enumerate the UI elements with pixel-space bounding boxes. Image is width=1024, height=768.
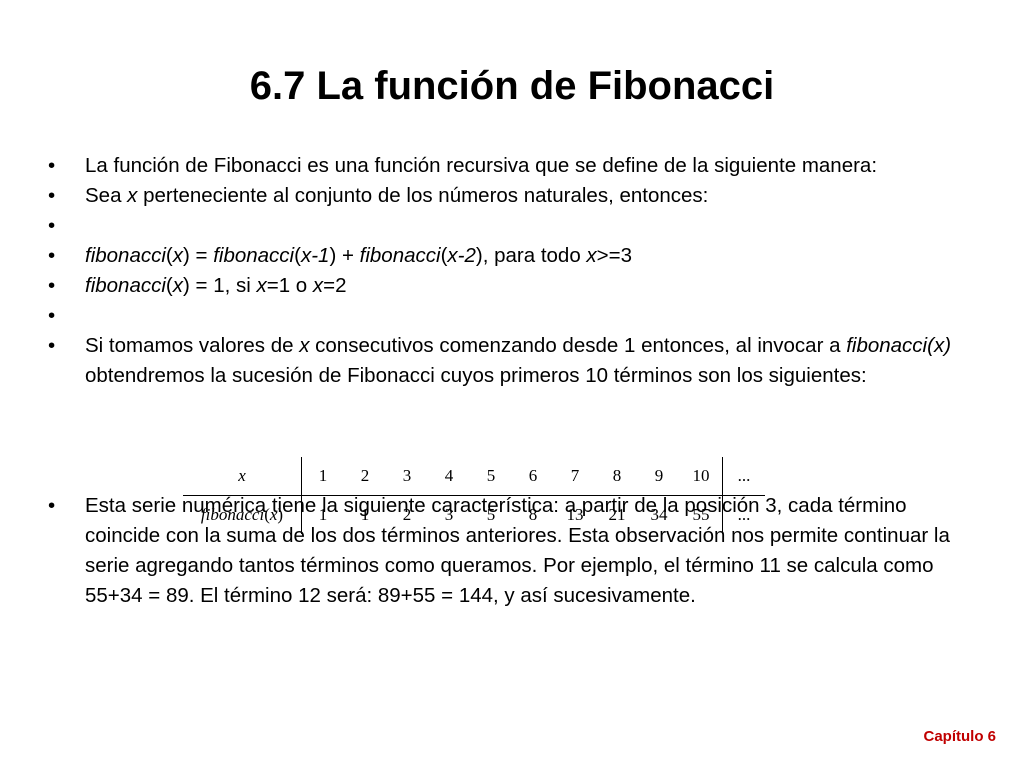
paren: (	[264, 505, 270, 524]
var-x: x	[172, 274, 183, 297]
table-cell: 2	[344, 457, 386, 496]
bullet-list: • La función de Fibonacci es una función…	[48, 151, 968, 611]
var-x: x	[299, 334, 310, 357]
table-cell-ellipsis: ...	[722, 457, 765, 496]
bullet-marker: •	[48, 244, 56, 267]
bullet-text: Si tomamos valores de	[85, 334, 300, 357]
slide-title: 6.7 La función de Fibonacci	[249, 64, 775, 108]
table-cell: 10	[680, 457, 723, 496]
formula-text: >=3	[596, 244, 633, 267]
func-call: fibonacci(x)	[846, 334, 952, 357]
bullet-text: La función de Fibonacci es una función r…	[85, 154, 878, 177]
table-cell: 8	[528, 505, 538, 524]
bullet-marker: •	[48, 494, 56, 517]
func-name: fibonacci	[85, 274, 166, 297]
var-x: x	[127, 184, 138, 207]
formula-text: (	[294, 244, 301, 267]
bullet-sequence-intro: • Si tomamos valores de x consecutivos c…	[48, 331, 968, 391]
var-expr: x-1	[300, 244, 330, 267]
bullet-marker: •	[48, 184, 56, 207]
formula-text: =1 o	[266, 274, 313, 297]
table-cell: 1	[360, 505, 370, 524]
formula-text: =2	[323, 274, 347, 297]
var-x: x	[172, 244, 183, 267]
bullet-text: obtendremos la sucesión de Fibonacci cuy…	[85, 364, 867, 387]
bullet-text: consecutivos comenzando desde 1 entonces…	[309, 334, 847, 357]
table-cell: 2	[402, 505, 412, 524]
table-cell: 55	[680, 495, 723, 534]
formula-text: (	[165, 244, 173, 267]
formula-text: ) =	[183, 244, 214, 267]
paren: )	[277, 505, 284, 524]
table-cell: 13	[566, 505, 584, 524]
formula-text: ), para todo	[475, 244, 587, 267]
func-name: fibonacci	[85, 244, 166, 267]
var-x: x	[312, 274, 324, 297]
row-header-fibonacci: fibonacci(x)	[183, 495, 302, 534]
table-cell: 3	[444, 505, 454, 524]
bullet-marker: •	[48, 214, 56, 237]
row-header-x: x	[183, 457, 302, 496]
table-cell: 34	[650, 505, 668, 524]
table-cell: 21	[608, 505, 626, 524]
table-row-x: x 1 2 3 4 5 6 7 8 9 10 ...	[183, 457, 765, 496]
table-cell: 8	[596, 457, 638, 496]
func-name: fibonacci	[200, 505, 265, 524]
table-cell: 9	[638, 457, 680, 496]
bullet-recurrence: • fibonacci(x) = fibonacci(x-1) + fibona…	[48, 241, 968, 271]
bullet-text: Sea	[85, 184, 128, 207]
bullet-empty: •	[48, 301, 968, 331]
var-x: x	[256, 274, 267, 297]
bullet-marker: •	[48, 334, 56, 357]
bullet-domain: • Sea x perteneciente al conjunto de los…	[48, 181, 968, 211]
table-cell-ellipsis: ...	[737, 505, 751, 524]
table-cell: 3	[386, 457, 428, 496]
bullet-marker: •	[48, 304, 56, 327]
formula-text: (	[440, 244, 448, 267]
table-cell: 1	[301, 457, 344, 496]
var-x: x	[586, 244, 597, 267]
func-name: fibonacci	[213, 244, 295, 267]
table-cell: 6	[512, 457, 554, 496]
fibonacci-table: x 1 2 3 4 5 6 7 8 9 10 ... fibonacci(x) …	[183, 457, 765, 534]
table-cell: 4	[428, 457, 470, 496]
table-cell: 5	[470, 457, 512, 496]
bullet-empty: •	[48, 211, 968, 241]
chapter-label: Capítulo 6	[923, 728, 996, 745]
var-expr: x-2	[447, 244, 476, 267]
func-name: fibonacci	[359, 244, 441, 267]
bullet-definition: • La función de Fibonacci es una función…	[48, 151, 968, 181]
var-x: x	[269, 505, 278, 524]
formula-text: ) = 1, si	[183, 274, 257, 297]
table-row-fibonacci: fibonacci(x) 1 1 2 3 5 8 13 21 34 55 ...	[183, 495, 765, 534]
table-cell: 5	[486, 505, 496, 524]
bullet-marker: •	[48, 154, 56, 177]
formula-text: (	[165, 274, 173, 297]
table-cell: 1	[318, 505, 328, 524]
bullet-marker: •	[48, 274, 56, 297]
formula-text: ) +	[329, 244, 360, 267]
bullet-text: perteneciente al conjunto de los números…	[137, 184, 709, 207]
bullet-base-case: • fibonacci(x) = 1, si x=1 o x=2	[48, 271, 968, 301]
table-cell: 7	[554, 457, 596, 496]
